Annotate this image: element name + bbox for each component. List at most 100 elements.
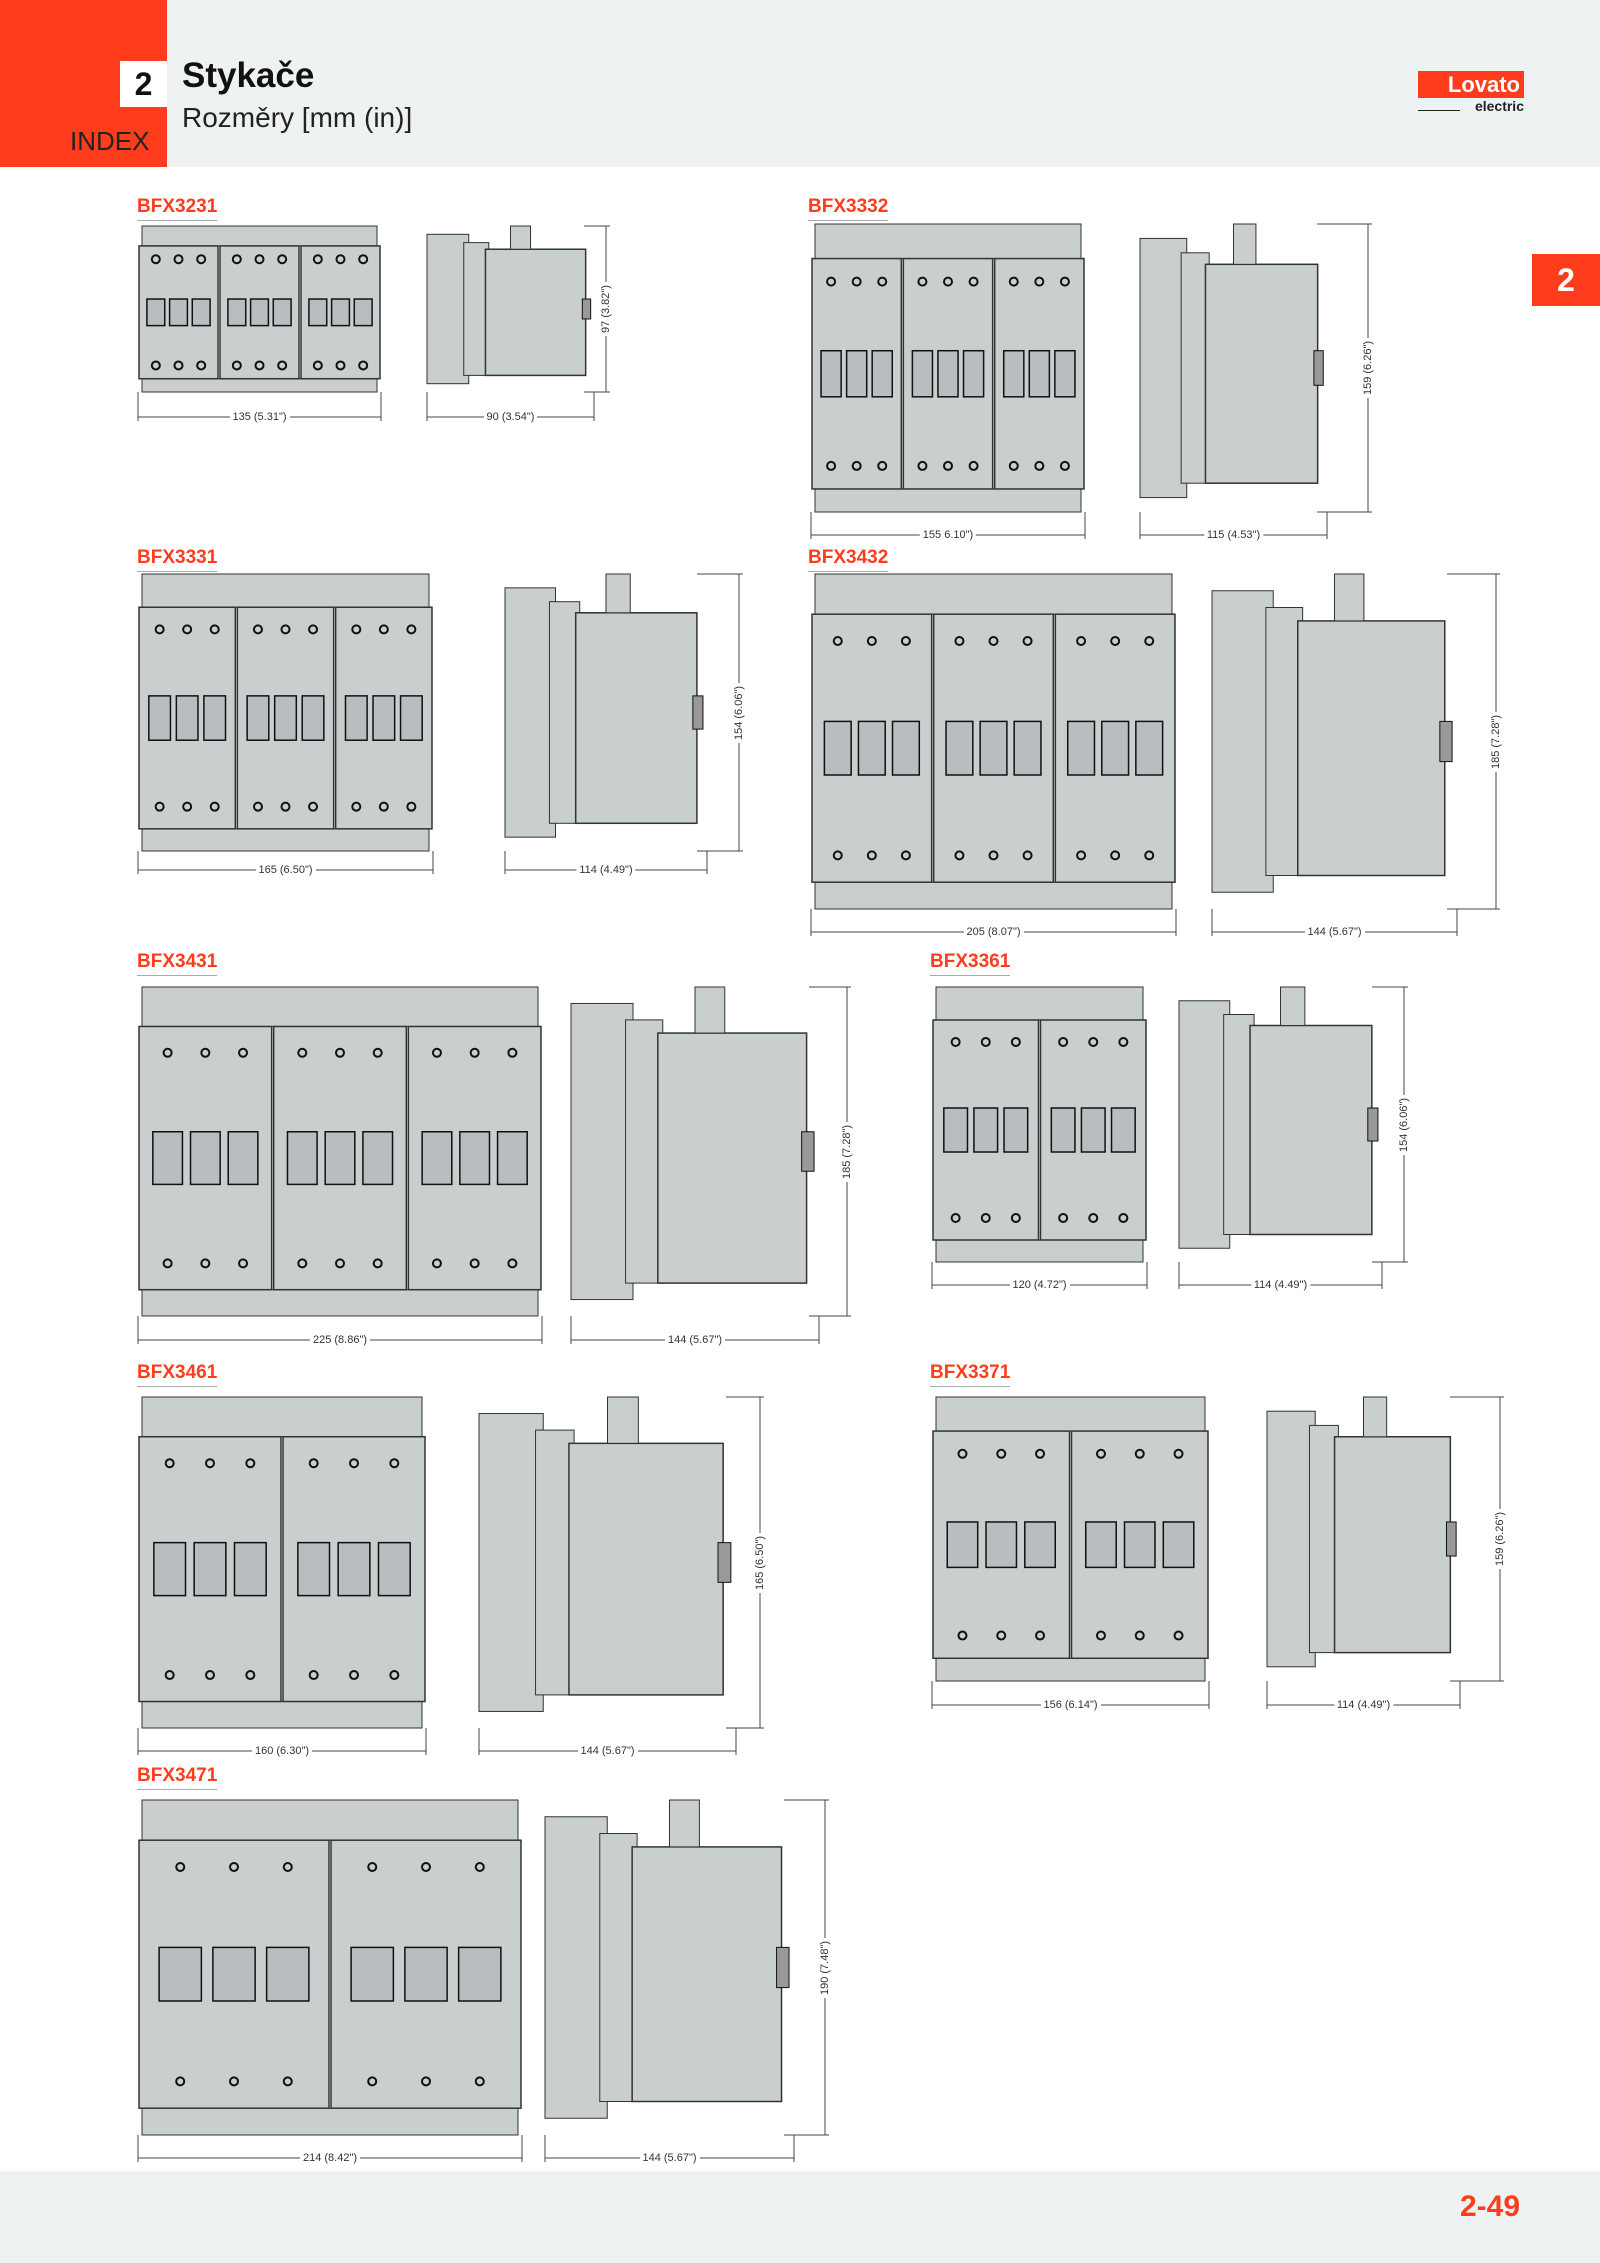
terminal-screw-icon (164, 1670, 175, 1681)
interlock-block (937, 349, 959, 398)
din-rail-mount (1139, 237, 1188, 499)
side-top-cover (1334, 573, 1365, 622)
terminal-screw-icon (826, 460, 837, 471)
terminal-screw-icon (1134, 1630, 1145, 1641)
terminal-screw-icon (154, 624, 165, 635)
terminal-screw-icon (877, 276, 888, 287)
depth-dimension: 144 (5.67") (639, 2152, 700, 2164)
height-dimension: 159 (6.26") (1494, 1508, 1506, 1570)
interlock-block (330, 298, 351, 327)
terminal-screw-icon (238, 1258, 249, 1269)
terminal-screw-icon (832, 850, 843, 861)
din-rail-mount (544, 1816, 608, 2119)
terminal-screw-icon (1034, 276, 1045, 287)
side-aux-contact (801, 1131, 815, 1172)
terminal-screw-icon (1058, 1213, 1069, 1223)
terminal-screw-icon (943, 276, 953, 287)
terminal-screw-icon (182, 801, 193, 812)
bottom-terminal-cover (141, 828, 430, 852)
chapter-number: 2 (120, 61, 167, 107)
interlock-block (823, 720, 852, 776)
side-aux-contact (581, 298, 592, 320)
interlock-block (1066, 720, 1096, 776)
din-rail-mount (1266, 1410, 1316, 1668)
terminal-screw-icon (1095, 1630, 1106, 1641)
terminal-screw-icon (280, 801, 291, 812)
interlock-block (845, 349, 868, 398)
width-dimension: 165 (6.50") (255, 864, 316, 876)
terminal-screw-icon (335, 1047, 345, 1058)
terminal-screw-icon (154, 801, 165, 812)
interlock-block (1101, 720, 1130, 776)
terminal-screw-icon (943, 460, 953, 471)
width-dimension: 155 6.10") (919, 529, 977, 541)
side-top-cover (1363, 1396, 1388, 1438)
terminal-screw-icon (389, 1458, 400, 1469)
din-rail-mount (1178, 1000, 1231, 1249)
terminal-screw-icon (1008, 460, 1019, 471)
logo-sub: electric (1418, 98, 1524, 114)
depth-dimension: 114 (4.49") (1333, 1699, 1394, 1711)
terminal-screw-icon (1118, 1037, 1129, 1047)
side-top-cover (605, 573, 631, 614)
bottom-terminal-cover (935, 1239, 1144, 1263)
interlock-block (324, 1131, 356, 1186)
width-dimension: 225 (8.86") (309, 1334, 371, 1346)
side-body-rear (463, 242, 490, 376)
product-code: BFX3431 (137, 951, 218, 976)
interlock-block (979, 720, 1008, 776)
terminal-screw-icon (205, 1458, 215, 1469)
terminal-screw-icon (866, 850, 877, 861)
interlock-block (911, 349, 934, 398)
side-aux-contact (1367, 1107, 1379, 1142)
page-title: Stykače (182, 56, 315, 95)
interlock-block (496, 1131, 528, 1186)
terminal-screw-icon (231, 360, 242, 371)
interlock-block (337, 1541, 371, 1597)
terminal-screw-icon (252, 801, 263, 812)
interlock-block (227, 298, 247, 327)
interlock-block (962, 349, 985, 398)
height-dimension: 154 (6.06") (733, 682, 745, 743)
lovato-logo: Lovato electric (1418, 71, 1524, 114)
interlock-block (175, 695, 199, 741)
index-link[interactable]: INDEX (70, 126, 150, 156)
terminal-screw-icon (173, 254, 184, 265)
side-aux-contact (1313, 350, 1324, 386)
interlock-block (891, 720, 921, 776)
interlock-block (301, 695, 325, 741)
terminal-screw-icon (900, 636, 911, 646)
interlock-block (820, 349, 842, 398)
interlock-block (946, 1521, 979, 1569)
terminal-screw-icon (245, 1458, 256, 1469)
interlock-block (985, 1521, 1018, 1569)
terminal-screw-icon (389, 1670, 400, 1681)
terminal-screw-icon (200, 1047, 211, 1058)
terminal-screw-icon (205, 1670, 215, 1681)
interlock-block (212, 1946, 256, 2002)
product-code: BFX3371 (930, 1362, 1011, 1387)
chapter-side-tab[interactable]: 2 (1532, 254, 1600, 306)
depth-dimension: 90 (3.54") (483, 411, 538, 423)
terminal-screw-icon (308, 1458, 319, 1469)
interlock-block (168, 298, 189, 327)
terminal-screw-icon (917, 276, 928, 287)
terminal-screw-icon (1110, 850, 1121, 861)
terminal-screw-icon (1088, 1037, 1099, 1047)
top-terminal-cover (814, 573, 1173, 615)
depth-dimension: 144 (5.67") (577, 1745, 638, 1757)
terminal-screw-icon (954, 636, 965, 646)
interlock-block (404, 1946, 448, 2002)
interlock-block (421, 1131, 453, 1186)
side-body (1204, 263, 1319, 484)
side-body-rear (1265, 607, 1304, 876)
terminal-screw-icon (367, 2076, 378, 2087)
interlock-block (1024, 1521, 1057, 1569)
terminal-screw-icon (1010, 1037, 1021, 1047)
interlock-block (1028, 349, 1051, 398)
terminal-screw-icon (209, 624, 220, 635)
din-rail-mount (570, 1002, 634, 1301)
interlock-block (362, 1131, 394, 1186)
height-dimension: 185 (7.28") (841, 1121, 853, 1182)
side-top-cover (669, 1799, 700, 1848)
